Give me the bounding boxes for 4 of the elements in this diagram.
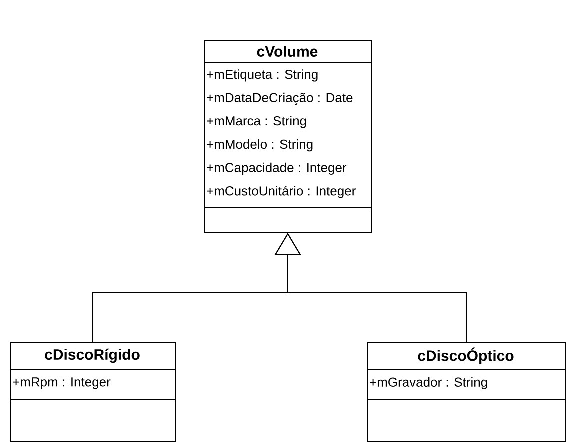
class-box: cDiscoRígido +mRpm : Integer: [10, 342, 176, 442]
class-box: cDiscoÓptico +mGravador : String: [366, 342, 566, 442]
inheritance-arrow: [274, 233, 467, 342]
class-box: cVolume +mEtiqueta : String +mDataDeCriação : Date +mMarca : String +mModelo : String +mCapacidade : Integer +mCustoUnitário : Integer: [204, 40, 372, 233]
